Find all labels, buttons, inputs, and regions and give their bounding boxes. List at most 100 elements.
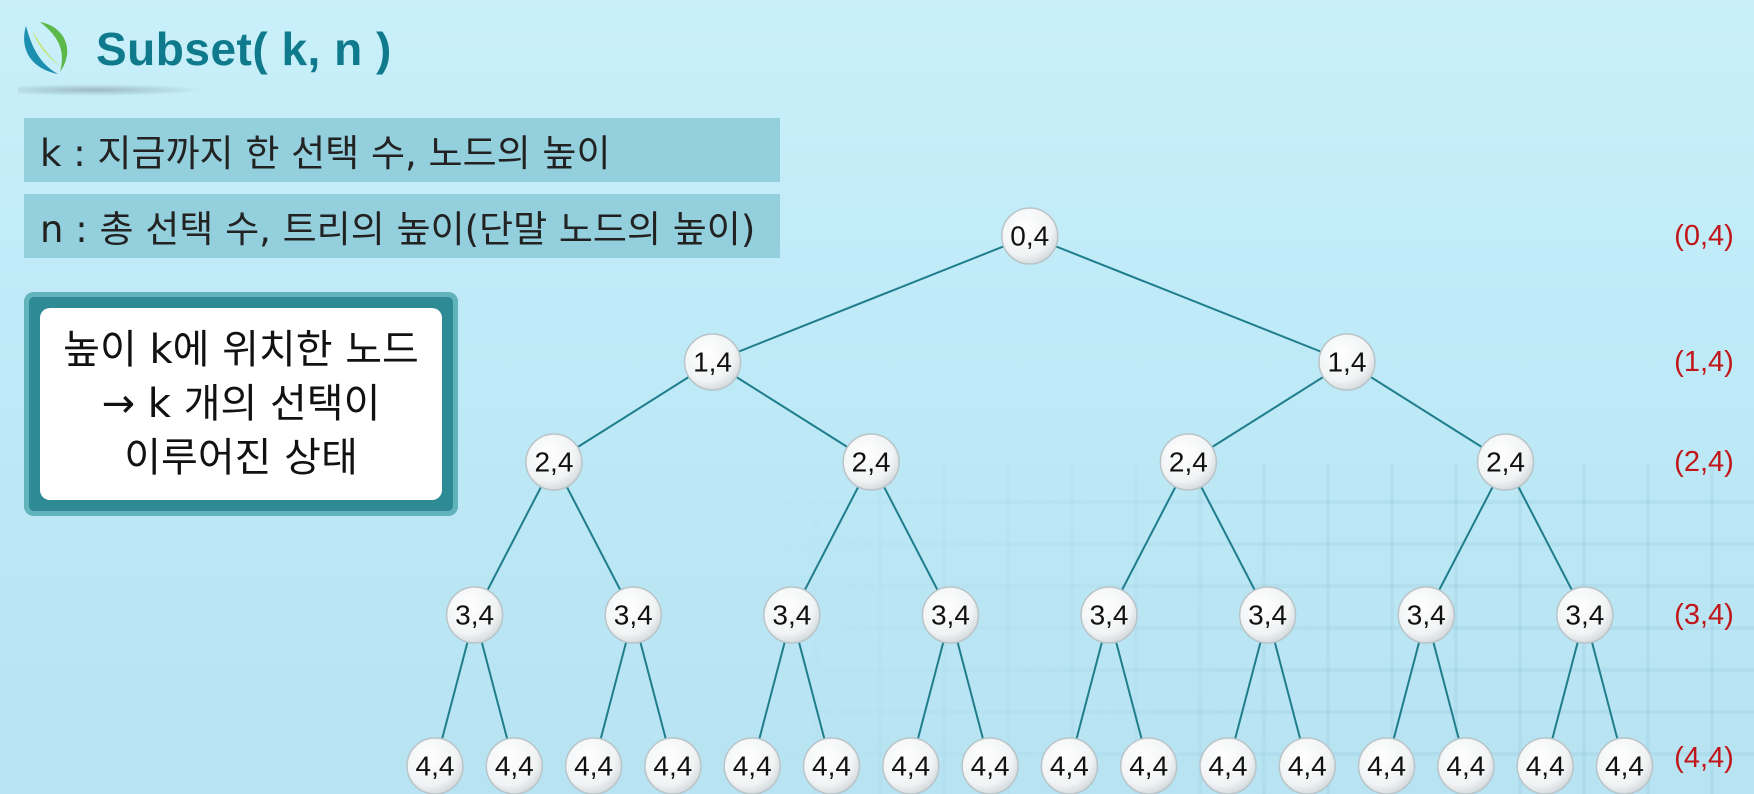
node-label: 3,4 [772,600,811,631]
node-label: 4,4 [891,751,930,782]
node-circle [1080,586,1138,644]
node-circle [723,737,781,794]
note-line-2: → k 개의 선택이 [101,381,381,427]
node-label: 3,4 [1565,600,1604,631]
tree-edge [712,361,872,463]
node-label: 3,4 [614,600,653,631]
node-label: 4,4 [1605,751,1644,782]
tree-node: 1,4 [683,333,742,391]
page-title: Subset( k, n ) [96,23,392,75]
node-circle [1238,586,1297,644]
level-marker: (0,4) [1674,220,1734,252]
node-circle [842,433,900,491]
note-content: 높이 k에 위치한 노드 → k 개의 선택이 이루어진 상태 [40,308,442,500]
node-label: 4,4 [495,751,534,782]
node-circle [485,737,544,794]
node-circle [445,586,504,644]
node-circle [1476,433,1535,491]
node-label: 4,4 [1288,751,1327,782]
node-circle [604,586,662,644]
node-circle [961,737,1019,794]
level-marker: (2,4) [1674,446,1734,478]
node-label: 4,4 [574,751,613,782]
node-circle [1199,737,1257,794]
tree-edge [1029,235,1348,363]
node-label: 3,4 [1248,600,1287,631]
node-label: 3,4 [931,600,970,631]
node-label: 4,4 [1209,751,1248,782]
tree-node: 1,4 [1318,333,1376,391]
tree-node: 3,4 [445,586,504,644]
node-circle [882,737,940,794]
level-marker: (3,4) [1674,599,1734,631]
node-circle [525,433,583,491]
node-label: 2,4 [1169,447,1208,478]
node-circle [1001,207,1059,265]
tree-node: 4,4 [882,737,940,794]
node-circle [1318,333,1376,391]
node-label: 4,4 [1446,751,1485,782]
title-area: Subset( k, n ) [18,12,418,96]
node-label: 4,4 [1526,751,1565,782]
tree-node: 3,4 [1397,586,1455,644]
note-box: 높이 k에 위치한 노드 → k 개의 선택이 이루어진 상태 [24,292,458,516]
tree-node: 4,4 [485,737,544,794]
node-label: 4,4 [971,751,1010,782]
node-label: 4,4 [812,751,851,782]
tree-edge [553,361,714,463]
tree-node: 4,4 [1278,737,1337,794]
node-circle [1159,433,1218,491]
node-circle [1119,737,1178,794]
node-circle [921,586,980,644]
tree-node: 4,4 [406,737,464,794]
tree-node: 4,4 [1119,737,1178,794]
tree-edges [434,235,1626,767]
tree-edge [1187,361,1348,463]
node-circle [1397,586,1455,644]
node-circle [406,737,464,794]
node-circle [1516,737,1574,794]
definition-k: k : 지금까지 한 선택 수, 노드의 높이 [24,118,780,182]
node-label: 1,4 [693,347,732,378]
tree-node: 4,4 [1040,737,1099,794]
tree-node: 3,4 [763,586,821,644]
node-label: 4,4 [653,751,692,782]
node-label: 4,4 [1050,751,1089,782]
node-label: 4,4 [733,751,772,782]
tree-node: 4,4 [564,737,623,794]
node-label: 2,4 [1486,447,1525,478]
node-circle [564,737,623,794]
tree-node: 4,4 [1516,737,1574,794]
tree-node: 2,4 [525,433,583,491]
tree-node: 2,4 [1476,433,1535,491]
node-circle [683,333,742,391]
node-label: 4,4 [1367,751,1406,782]
tree-node: 3,4 [1556,586,1614,644]
tree-node: 0,4 [1001,207,1059,265]
tree-node: 4,4 [1199,737,1257,794]
level-marker: (4,4) [1674,742,1734,774]
title-underline-shadow [18,84,208,96]
node-label: 4,4 [416,751,455,782]
tree-node: 4,4 [961,737,1019,794]
tree-node: 2,4 [1159,433,1218,491]
definition-n: n : 총 선택 수, 트리의 높이(단말 노드의 높이) [24,194,780,258]
node-circle [1556,586,1614,644]
node-circle [1278,737,1337,794]
node-label: 3,4 [1407,600,1446,631]
node-label: 0,4 [1010,221,1049,252]
tree-node: 4,4 [1595,737,1654,794]
tree-edge [1346,361,1507,463]
note-line-1: 높이 k에 위치한 노드 [63,327,419,373]
tree-node: 4,4 [1437,737,1495,794]
node-label: 2,4 [534,447,573,478]
tree-node: 4,4 [802,737,861,794]
node-circle [763,586,821,644]
node-circle [1595,737,1654,794]
node-label: 3,4 [1090,600,1129,631]
node-circle [1040,737,1099,794]
node-label: 1,4 [1327,347,1366,378]
tree-node: 3,4 [604,586,662,644]
note-line-3: 이루어진 상태 [124,435,358,481]
